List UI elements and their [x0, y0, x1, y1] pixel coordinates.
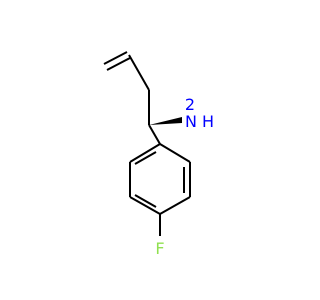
molecule-structure: N H 2 F: [103, 51, 214, 258]
amine-h-subscript: 2: [185, 95, 195, 114]
ring-bond-meta1-para: [159, 196, 191, 215]
amine-n-label: N: [185, 112, 197, 131]
ring-inner-double-2: [134, 194, 157, 208]
vinyl-double-bond-inner: [103, 51, 128, 65]
ring-bond-ortho2-ipso: [129, 143, 161, 163]
stereocenter-ring-bond: [148, 124, 161, 145]
amine-h-label: H: [202, 112, 214, 131]
vinyl-double-bond-outer: [106, 57, 131, 71]
vinyl-ch-ch2-bond: [128, 54, 150, 91]
stereo-wedge-bond: [149, 117, 182, 125]
ring-bond-para-meta2: [129, 196, 161, 215]
ring-bond-ipso-ortho1: [159, 143, 191, 163]
fluorine-label: F: [155, 239, 164, 258]
ring-inner-double-3: [134, 151, 157, 165]
